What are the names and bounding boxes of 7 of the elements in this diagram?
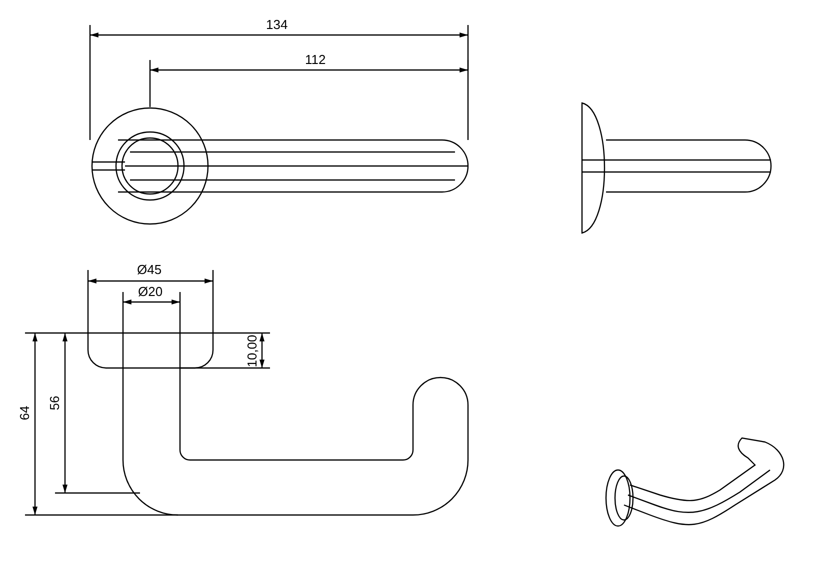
dimension-value: 64 (18, 406, 32, 420)
dimension-value: 134 (266, 18, 288, 32)
dimension-value: Ø20 (138, 285, 163, 299)
dimension-value: 56 (48, 396, 62, 410)
dimension-value: 112 (305, 53, 326, 67)
dimension-value: 10,00 (245, 334, 260, 368)
dimension-value: Ø45 (137, 263, 162, 277)
